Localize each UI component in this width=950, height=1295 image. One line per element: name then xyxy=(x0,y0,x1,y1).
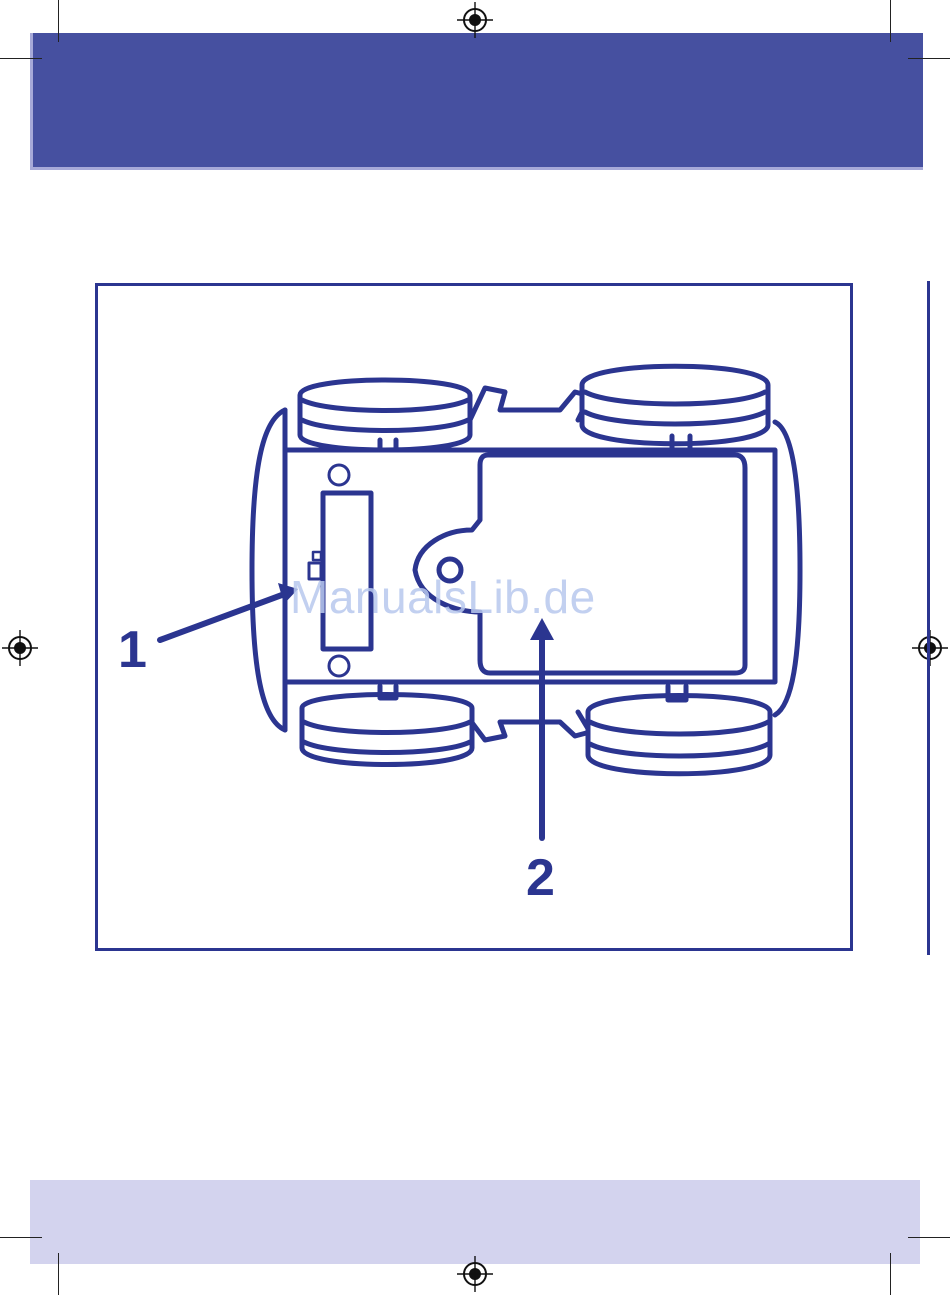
callout-label-2: 2 xyxy=(526,852,555,904)
callout-label-1: 1 xyxy=(118,624,147,676)
